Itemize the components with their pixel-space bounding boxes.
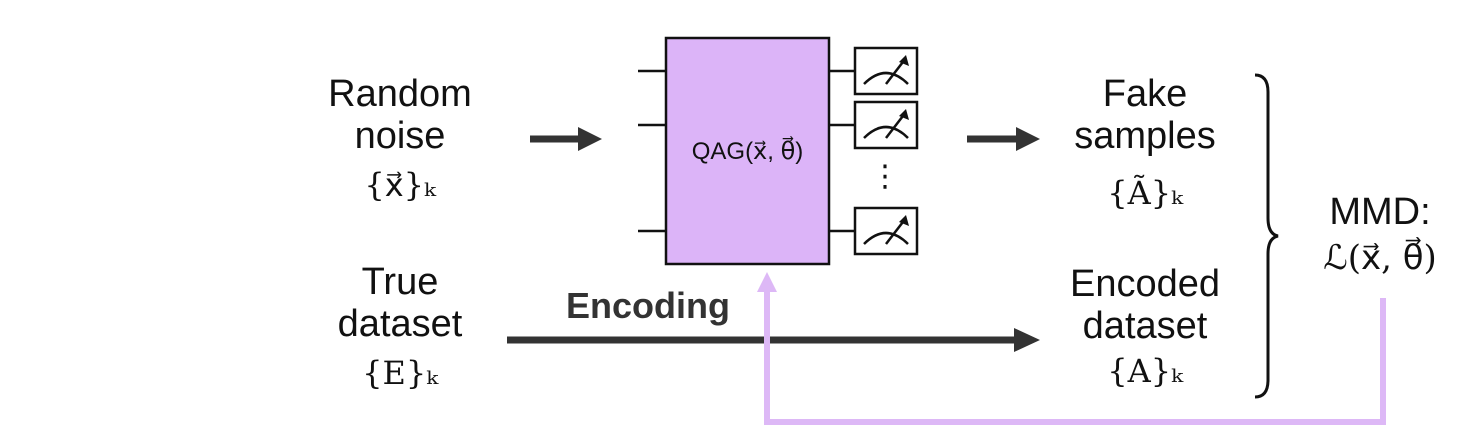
mmd-loss: ℒ(x⃗, θ⃗) xyxy=(1323,238,1437,278)
feedback-line xyxy=(764,290,1386,425)
encoded-dataset-set: {A}ₖ xyxy=(1107,352,1183,390)
fake-samples-label: Fake samples xyxy=(1074,73,1216,157)
encoded-dataset-label: Encoded dataset xyxy=(1069,263,1220,347)
fake-samples-set: {Ã}ₖ xyxy=(1107,174,1183,212)
random-noise-set: {x⃗}ₖ xyxy=(364,166,436,204)
mmd-label: MMD: xyxy=(1329,191,1431,233)
brace xyxy=(1254,73,1279,399)
true-dataset-set: {E}ₖ xyxy=(362,354,438,392)
meter-icon xyxy=(853,46,919,96)
feedback-arrowhead xyxy=(757,272,777,292)
meter-icon xyxy=(853,100,919,150)
vertical-dots: ⋮ xyxy=(870,160,900,193)
qag-label: QAG(x⃗, θ⃗) xyxy=(691,138,804,165)
qag-box xyxy=(664,36,831,266)
random-noise-label: Random noise xyxy=(328,73,472,157)
true-dataset-label: True dataset xyxy=(337,261,463,345)
meter-icon xyxy=(853,206,919,256)
encoding-label: Encoding xyxy=(566,285,730,326)
